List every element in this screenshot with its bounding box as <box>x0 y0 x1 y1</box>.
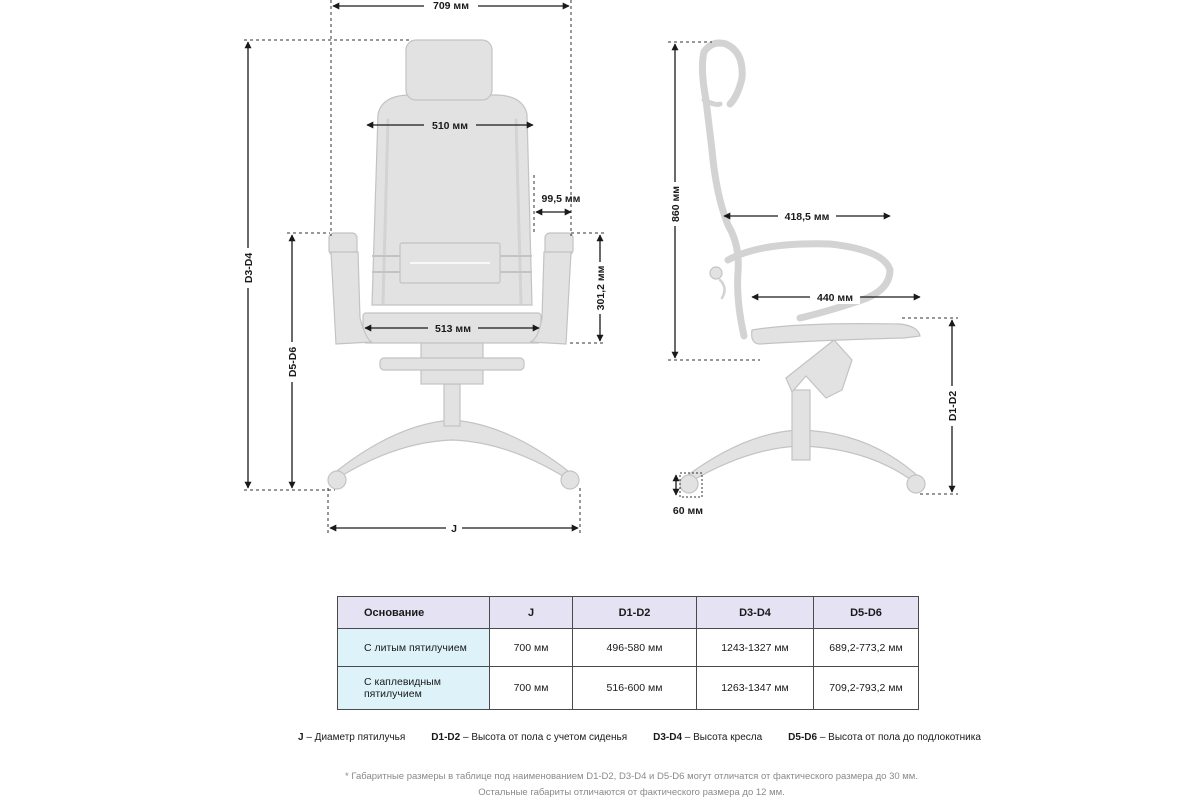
back-depth-label: 418,5 мм <box>785 211 830 223</box>
table-row: С литым пятилучием 700 мм 496-580 мм 124… <box>337 628 919 667</box>
cell-j: 700 мм <box>489 666 573 710</box>
cell-d3-d4: 1243-1327 мм <box>696 628 814 667</box>
cell-d3-d4: 1263-1347 мм <box>696 666 814 710</box>
cell-j: 700 мм <box>489 628 573 667</box>
cell-base: С каплевидным пятилучием <box>337 666 490 710</box>
height-d5-d6-label: D5-D6 <box>287 347 299 378</box>
legend-item-d5-d6: D5-D6 – Высота от пола до подлокотника <box>788 732 981 743</box>
chair-drawing: 709 мм 510 мм 99,5 мм 513 мм 301,2 мм D3… <box>240 0 960 535</box>
dimensions-table: Основание J D1-D2 D3-D4 D5-D6 С литым пя… <box>337 596 919 710</box>
footnote-tolerance-table: * Габаритные размеры в таблице под наиме… <box>345 771 918 782</box>
back-width-label: 510 мм <box>432 120 468 132</box>
cell-d1-d2: 516-600 мм <box>572 666 697 710</box>
header-d5-d6: D5-D6 <box>813 596 919 629</box>
side-backrest <box>698 39 748 340</box>
front-base <box>332 419 574 479</box>
header-j: J <box>489 596 573 629</box>
side-gas-lift <box>791 389 811 461</box>
front-headrest <box>405 39 493 101</box>
table-row: С каплевидным пятилучием 700 мм 516-600 … <box>337 666 919 710</box>
cell-d1-d2: 496-580 мм <box>572 628 697 667</box>
front-view-chair <box>327 39 580 490</box>
overall-width-label: 709 мм <box>433 0 469 12</box>
height-d3-d4-label: D3-D4 <box>243 253 255 284</box>
armrest-height-label: 301,2 мм <box>595 265 607 310</box>
front-view-dimensions: 709 мм 510 мм 99,5 мм 513 мм 301,2 мм D3… <box>240 0 608 535</box>
base-diameter-label: J <box>451 523 457 535</box>
legend: J – Диаметр пятилучья D1-D2 – Высота от … <box>298 732 981 743</box>
front-mechanism-lever <box>379 357 525 371</box>
caster-size-label: 60 мм <box>673 505 703 517</box>
side-armrest <box>724 240 894 322</box>
seat-width-label: 513 мм <box>435 323 471 335</box>
back-height-label: 860 мм <box>670 186 682 222</box>
side-caster-left <box>679 474 699 494</box>
front-armrest-left <box>330 251 373 345</box>
front-gas-lift <box>443 383 461 427</box>
front-armrest-right <box>529 251 572 345</box>
legend-item-d3-d4: D3-D4 – Высота кресла <box>653 732 763 743</box>
header-d1-d2: D1-D2 <box>572 596 697 629</box>
table-header-row: Основание J D1-D2 D3-D4 D5-D6 <box>337 596 919 629</box>
cell-base: С литым пятилучием <box>337 628 490 667</box>
front-caster-left <box>327 470 347 490</box>
armrest-width-label: 99,5 мм <box>542 193 581 205</box>
side-seat <box>751 323 921 345</box>
side-mechanism <box>785 339 853 399</box>
side-view-dimensions: 860 мм 418,5 мм 440 мм D1-D2 60 мм <box>667 41 960 517</box>
side-caster-right <box>906 474 926 494</box>
side-view-chair <box>679 39 926 494</box>
side-adjust-knob <box>709 266 723 280</box>
front-caster-right <box>560 470 580 490</box>
height-d1-d2-label: D1-D2 <box>947 391 959 422</box>
legend-item-d1-d2: D1-D2 – Высота от пола с учетом сиденья <box>431 732 628 743</box>
cell-d5-d6: 689,2-773,2 мм <box>813 628 919 667</box>
seat-depth-label: 440 мм <box>817 292 853 304</box>
header-d3-d4: D3-D4 <box>696 596 814 629</box>
cell-d5-d6: 709,2-793,2 мм <box>813 666 919 710</box>
legend-item-j: J – Диаметр пятилучья <box>298 732 406 743</box>
footnote-tolerance-other: Остальные габариты отличаются от фактиче… <box>478 787 785 798</box>
header-base: Основание <box>337 596 490 629</box>
